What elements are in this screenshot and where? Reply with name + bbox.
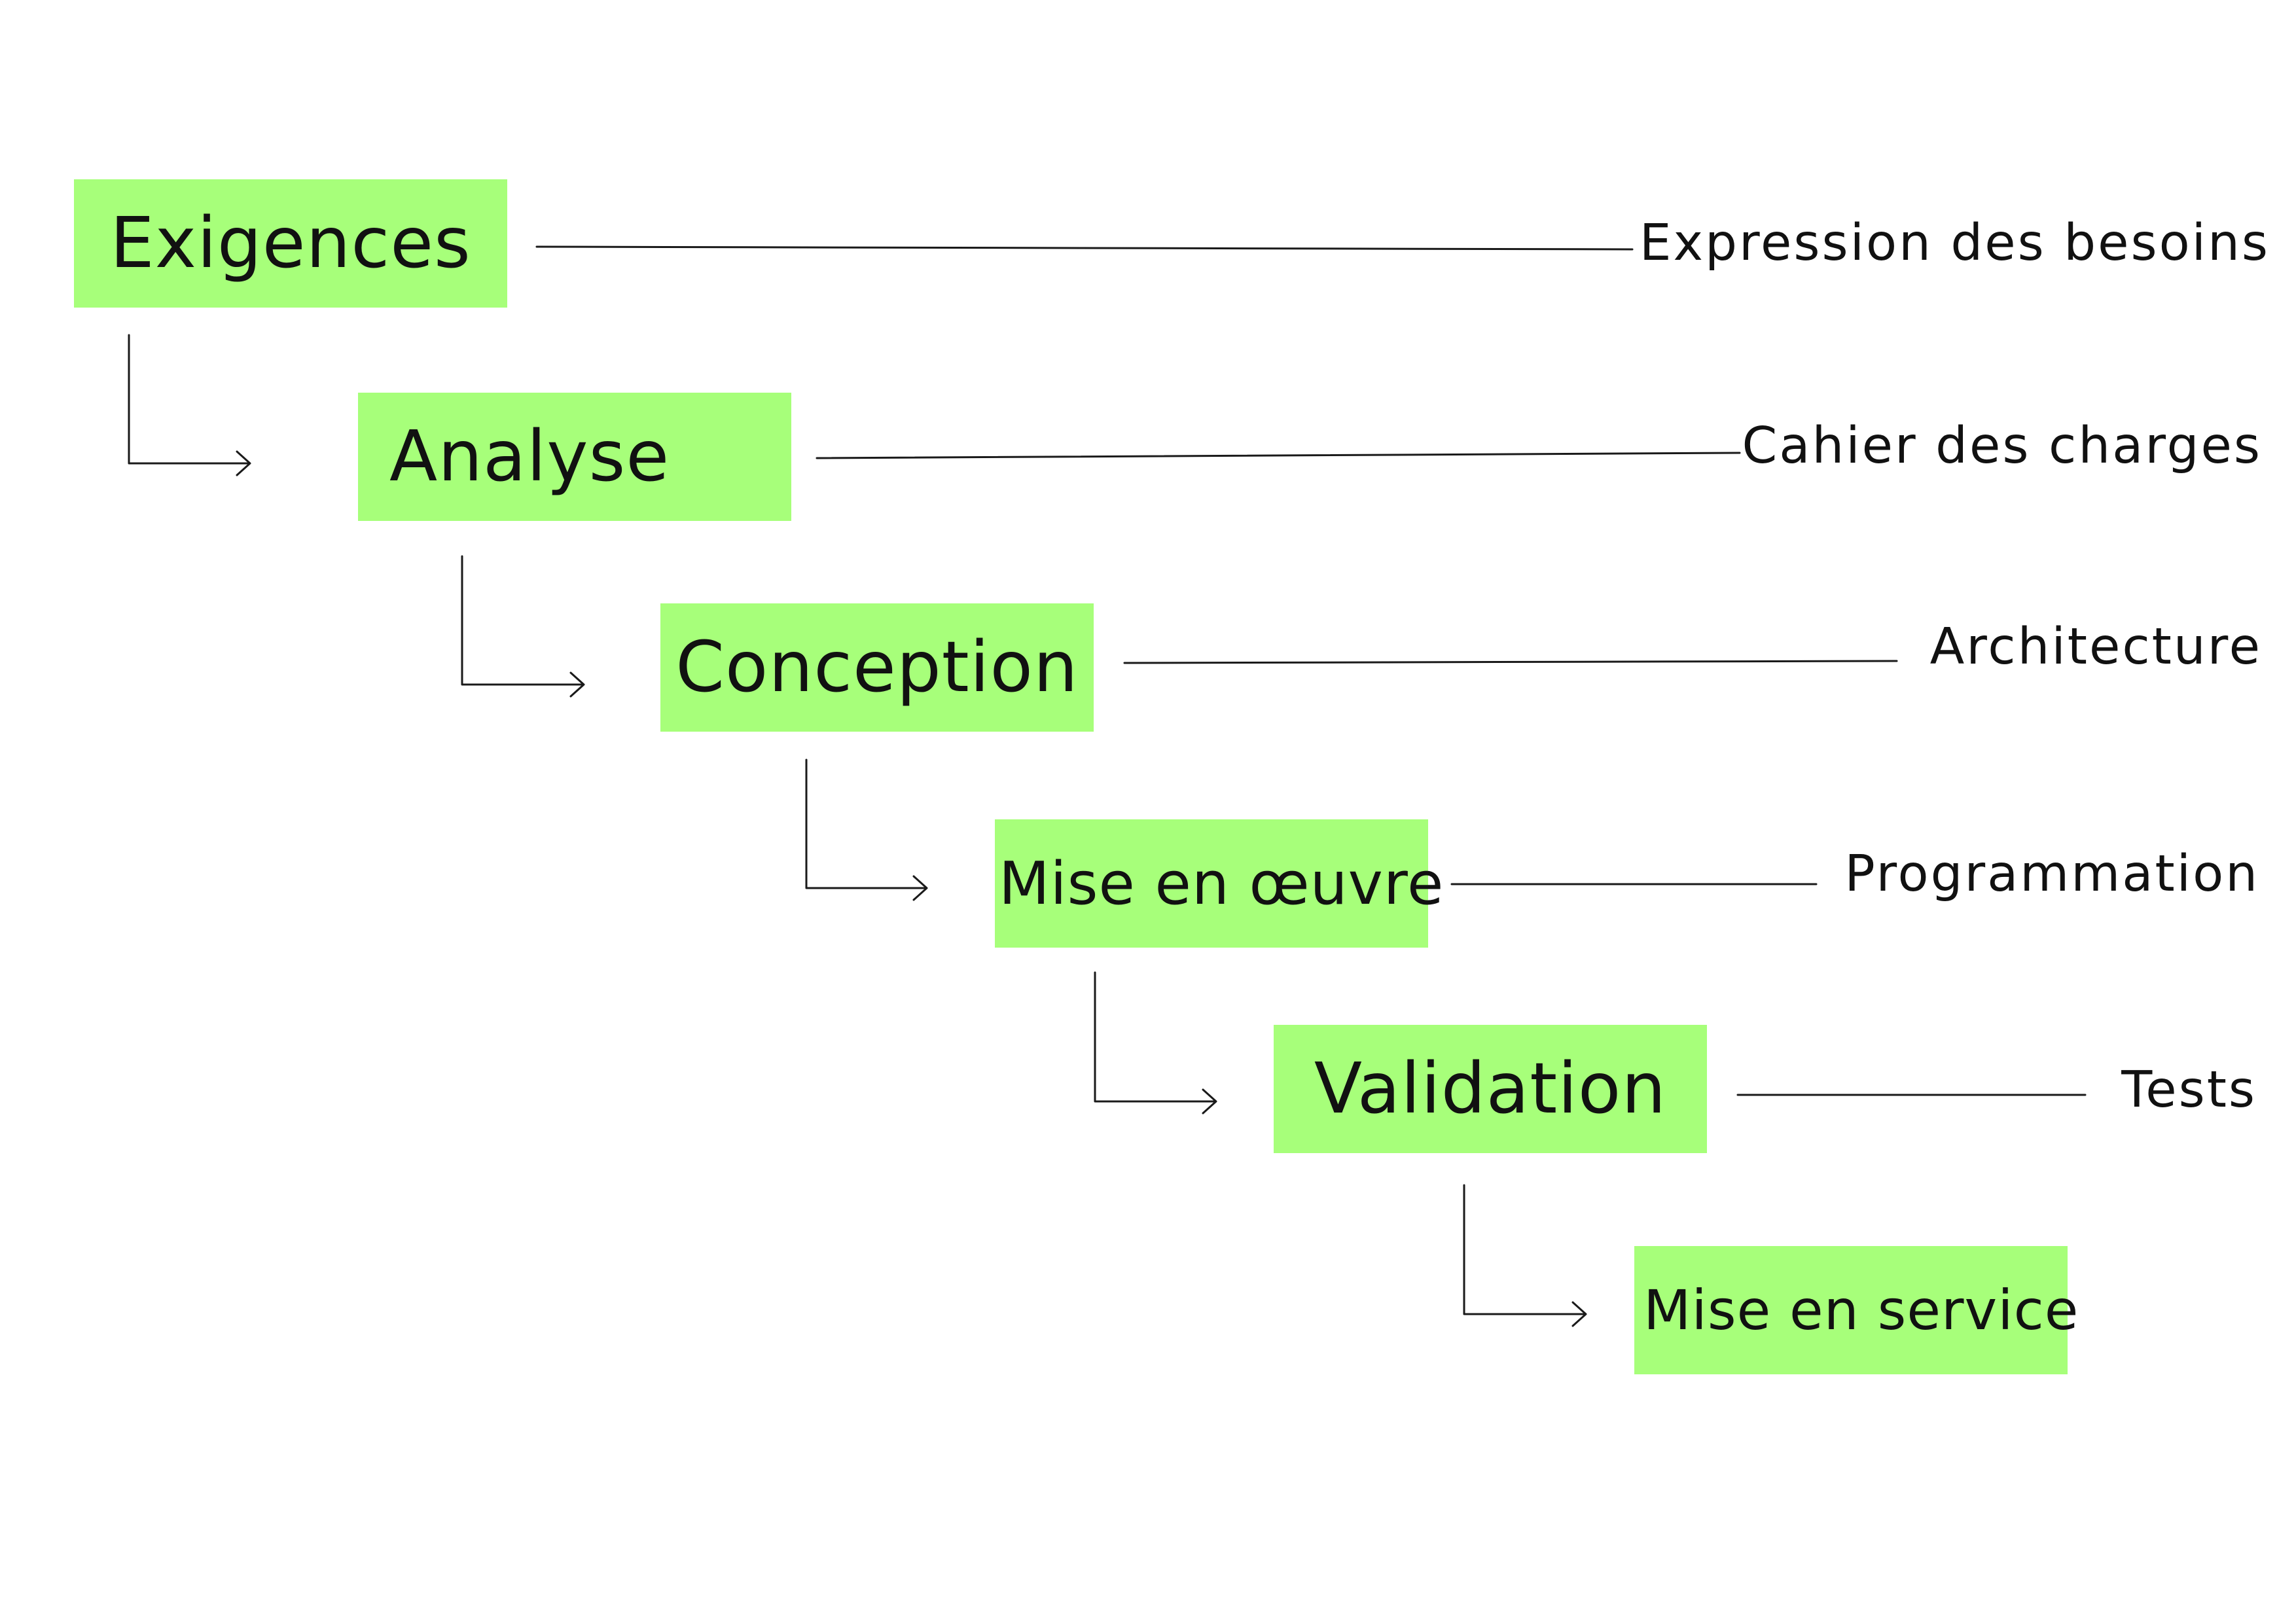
deliverable-label-mise-en-oeuvre: Programmation [1844, 845, 2259, 903]
stage-box-mise-en-oeuvre: Mise en œuvre [995, 819, 1443, 948]
elbow-connector-5 [1463, 1184, 1586, 1315]
deliverable-label-analyse: Cahier des charges [1742, 417, 2262, 475]
stage-label-analyse: Analyse [389, 416, 670, 497]
stage-label-exigences: Exigences [110, 203, 471, 284]
arrowhead-3 [912, 875, 928, 901]
stage-box-exigences: Exigences [74, 179, 507, 308]
arrowhead-2 [569, 671, 585, 698]
leader-line-analyse [816, 452, 1741, 459]
leader-line-exigences [535, 245, 1634, 251]
stage-label-conception: Conception [675, 627, 1079, 708]
elbow-connector-4 [1094, 971, 1216, 1103]
deliverable-label-validation: Tests [2121, 1061, 2257, 1119]
stage-label-mise-en-service: Mise en service [1643, 1278, 2079, 1342]
stage-label-mise-en-oeuvre: Mise en œuvre [999, 849, 1444, 918]
arrowhead-5 [1571, 1301, 1587, 1327]
stage-box-validation: Validation [1274, 1025, 1707, 1153]
stage-box-analyse: Analyse [358, 393, 791, 521]
elbow-connector-1 [128, 334, 250, 465]
stage-label-validation: Validation [1314, 1048, 1667, 1130]
arrowhead-1 [236, 450, 251, 476]
elbow-connector-2 [461, 555, 584, 686]
arrowhead-4 [1202, 1088, 1217, 1115]
elbow-connector-3 [805, 758, 927, 889]
stage-box-conception: Conception [660, 603, 1094, 732]
deliverable-label-exigences: Expression des besoins [1639, 214, 2270, 272]
leader-line-conception [1123, 660, 1898, 664]
deliverable-label-conception: Architecture [1929, 618, 2262, 676]
stage-box-mise-en-service: Mise en service [1634, 1246, 2078, 1374]
